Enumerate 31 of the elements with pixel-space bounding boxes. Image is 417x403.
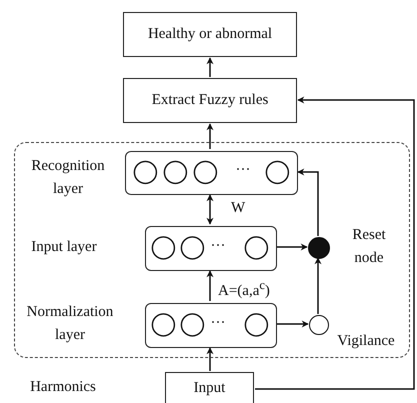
arrow [206,270,214,301]
layer-label: Reset node [351,226,387,268]
input-box [165,372,254,403]
ellipsis-text: ··· [210,236,226,256]
arrow [297,168,319,236]
layer-label: Input layer [30,238,98,257]
arrow [206,57,214,77]
arrow [277,244,308,250]
node-text: Healthy or abnormal [146,25,274,44]
layer-box [145,303,277,348]
layer-label: Vigilance [336,332,396,351]
layer-label: Normalization layer [26,303,114,345]
vigilance-circle [309,315,329,335]
process-box [123,12,297,57]
arrow [206,123,214,149]
process-box [123,78,297,123]
arrow [277,320,309,328]
layer-box [125,151,298,195]
layer-box [145,226,277,271]
layer-label: Recognition layer [30,157,106,199]
input-label: Harmonics [29,378,97,397]
arrow [314,257,322,314]
node-text: Input [192,378,226,398]
dashed-group-frame [14,142,410,358]
arrow [206,347,214,371]
ellipsis-text: ··· [210,314,226,332]
node-text: Extract Fuzzy rules [150,91,270,110]
ellipsis-text: ··· [234,161,252,180]
arrow [255,96,415,390]
arrow [206,194,214,225]
reset-node-circle [308,237,330,259]
